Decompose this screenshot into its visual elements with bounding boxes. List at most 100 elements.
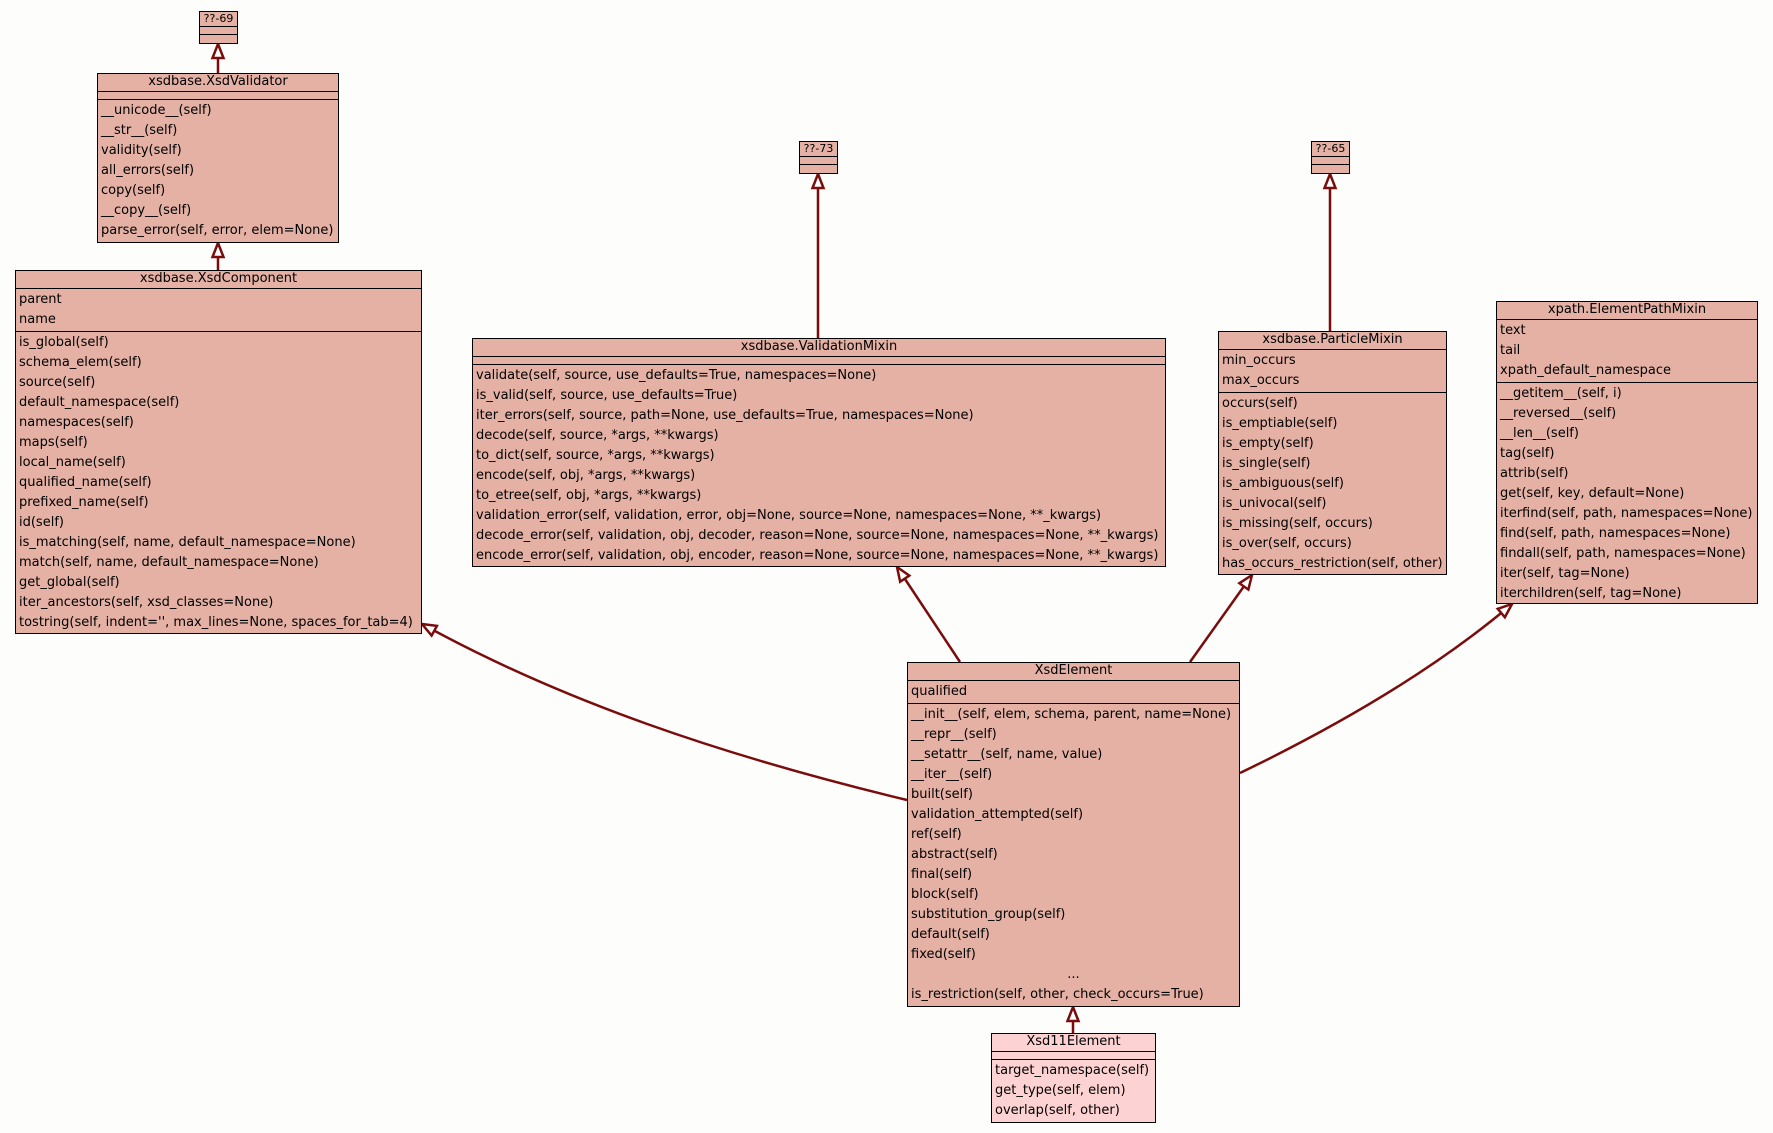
- class-title: ??-65: [1312, 142, 1349, 157]
- class-attributes: [473, 357, 1165, 365]
- class-title: ??-69: [200, 12, 237, 27]
- method: parse_error(self, error, elem=None): [101, 223, 334, 238]
- method: substitution_group(self): [911, 907, 1066, 922]
- method: encode_error(self, validation, obj, enco…: [476, 548, 1159, 563]
- method: get(self, key, default=None): [1500, 486, 1685, 501]
- method: is_global(self): [19, 335, 109, 350]
- edge-xsdelement-to-xsdcomponent: [421, 622, 908, 802]
- edge-xsdelement-to-particlemixin: [1188, 574, 1254, 663]
- inheritance-arrowhead-icon: [1237, 572, 1254, 592]
- edge-xsdelement-to-validationmixin: [895, 566, 962, 663]
- method: block(self): [911, 887, 979, 902]
- class-box-q73: ??-73: [799, 141, 838, 174]
- inheritance-arrowhead-icon: [210, 239, 226, 259]
- class-box-element-path-mixin: xpath.ElementPathMixin text tail xpath_d…: [1496, 301, 1758, 604]
- class-box-q65: ??-65: [1311, 141, 1350, 174]
- class-box-validation-mixin: xsdbase.ValidationMixin validate(self, s…: [472, 338, 1166, 567]
- method: get_type(self, elem): [995, 1083, 1126, 1098]
- method: __repr__(self): [911, 727, 997, 742]
- class-box-q69: ??-69: [199, 11, 238, 44]
- class-attributes: parent name: [16, 289, 421, 332]
- class-title: XsdElement: [908, 663, 1239, 681]
- method: tostring(self, indent='', max_lines=None…: [19, 615, 413, 630]
- class-methods: [200, 35, 237, 42]
- method: prefixed_name(self): [19, 495, 149, 510]
- attribute: tail: [1500, 343, 1521, 358]
- attribute: name: [19, 312, 56, 327]
- method: is_single(self): [1222, 456, 1311, 471]
- class-attributes: qualified: [908, 681, 1239, 704]
- method: is_valid(self, source, use_defaults=True…: [476, 388, 738, 403]
- method: encode(self, obj, *args, **kwargs): [476, 468, 696, 483]
- attribute: min_occurs: [1222, 353, 1296, 368]
- method: validate(self, source, use_defaults=True…: [476, 368, 877, 383]
- method: findall(self, path, namespaces=None): [1500, 546, 1746, 561]
- method-ellipsis: ...: [1067, 967, 1080, 982]
- method: is_empty(self): [1222, 436, 1314, 451]
- class-title: ??-73: [800, 142, 837, 157]
- method: __unicode__(self): [101, 103, 212, 118]
- class-methods: [1312, 165, 1349, 172]
- method: qualified_name(self): [19, 475, 152, 490]
- method: is_emptiable(self): [1222, 416, 1338, 431]
- method: local_name(self): [19, 455, 126, 470]
- class-title: xsdbase.XsdValidator: [98, 74, 338, 92]
- method: __getitem__(self, i): [1500, 386, 1622, 401]
- attribute: parent: [19, 292, 62, 307]
- class-methods: validate(self, source, use_defaults=True…: [473, 365, 1165, 567]
- class-methods: [800, 165, 837, 172]
- method: iterfind(self, path, namespaces=None): [1500, 506, 1753, 521]
- inheritance-arrowhead-icon: [210, 40, 226, 60]
- class-attributes: [200, 27, 237, 35]
- class-methods: occurs(self) is_emptiable(self) is_empty…: [1219, 393, 1446, 575]
- class-title: xsdbase.ValidationMixin: [473, 339, 1165, 357]
- method: final(self): [911, 867, 973, 882]
- inheritance-arrowhead-icon: [1322, 170, 1338, 190]
- method: get_global(self): [19, 575, 120, 590]
- attribute: max_occurs: [1222, 373, 1300, 388]
- method: attrib(self): [1500, 466, 1569, 481]
- inheritance-arrowhead-icon: [419, 622, 439, 638]
- method: is_over(self, occurs): [1222, 536, 1352, 551]
- method: iter_errors(self, source, path=None, use…: [476, 408, 974, 423]
- method: decode_error(self, validation, obj, deco…: [476, 528, 1159, 543]
- method: decode(self, source, *args, **kwargs): [476, 428, 719, 443]
- method: default_namespace(self): [19, 395, 180, 410]
- method: is_matching(self, name, default_namespac…: [19, 535, 356, 550]
- method: iter(self, tag=None): [1500, 566, 1630, 581]
- method: ref(self): [911, 827, 962, 842]
- method: overlap(self, other): [995, 1103, 1120, 1118]
- edge-xsdelement-to-elementpathmixin: [1239, 603, 1513, 775]
- attribute: xpath_default_namespace: [1500, 363, 1671, 378]
- method: tag(self): [1500, 446, 1555, 461]
- method: validation_attempted(self): [911, 807, 1084, 822]
- method: fixed(self): [911, 947, 976, 962]
- method: __str__(self): [101, 123, 178, 138]
- class-title: xsdbase.XsdComponent: [16, 271, 421, 289]
- method: is_ambiguous(self): [1222, 476, 1344, 491]
- method: match(self, name, default_namespace=None…: [19, 555, 319, 570]
- method: abstract(self): [911, 847, 998, 862]
- class-attributes: [1312, 157, 1349, 165]
- method: has_occurs_restriction(self, other): [1222, 556, 1443, 571]
- method: all_errors(self): [101, 163, 195, 178]
- class-attributes: [98, 92, 338, 100]
- class-methods: target_namespace(self) get_type(self, el…: [992, 1060, 1155, 1122]
- method: validation_error(self, validation, error…: [476, 508, 1102, 523]
- method: __reversed__(self): [1500, 406, 1617, 421]
- class-box-xsd-element: XsdElement qualified __init__(self, elem…: [907, 662, 1240, 1007]
- method: __copy__(self): [101, 203, 192, 218]
- method: __setattr__(self, name, value): [911, 747, 1103, 762]
- class-attributes: min_occurs max_occurs: [1219, 350, 1446, 393]
- method: schema_elem(self): [19, 355, 142, 370]
- method: is_univocal(self): [1222, 496, 1327, 511]
- class-methods: __unicode__(self) __str__(self) validity…: [98, 100, 338, 242]
- method: source(self): [19, 375, 96, 390]
- class-methods: __init__(self, elem, schema, parent, nam…: [908, 704, 1239, 1006]
- method: default(self): [911, 927, 990, 942]
- method: __iter__(self): [911, 767, 993, 782]
- class-methods: __getitem__(self, i) __reversed__(self) …: [1497, 383, 1757, 605]
- class-box-particle-mixin: xsdbase.ParticleMixin min_occurs max_occ…: [1218, 331, 1447, 575]
- class-title: xsdbase.ParticleMixin: [1219, 332, 1446, 350]
